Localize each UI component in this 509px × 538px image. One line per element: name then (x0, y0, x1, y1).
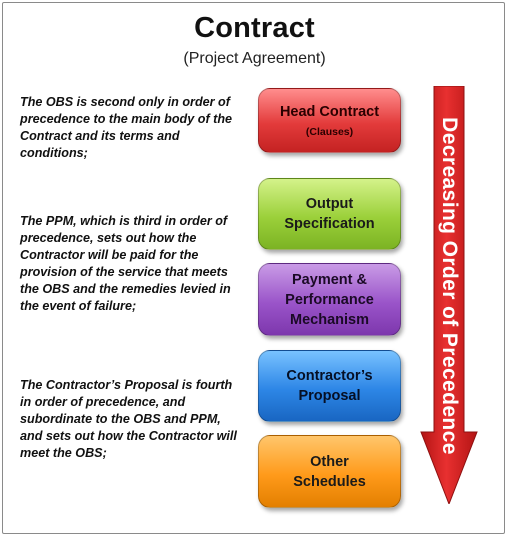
box-other-schedules-label: Other Schedules (293, 453, 366, 490)
precedence-arrow-icon (420, 86, 478, 504)
box-contractors-proposal: Contractor’s Proposal (258, 350, 401, 422)
box-output-specification: Output Specification (258, 178, 401, 250)
diagram-title: Contract (194, 12, 315, 44)
precedence-arrow-label: Decreasing Order of Precedence (438, 117, 461, 455)
note-obs: The OBS is second only in order of prece… (20, 95, 233, 160)
note-contractor-proposal: The Contractor’s Proposal is fourth in o… (20, 378, 237, 460)
box-head-contract-label: Head Contract (279, 104, 380, 120)
diagram-subtitle: (Project Agreement) (183, 50, 326, 67)
box-head-contract-sublabel: (Clauses) (305, 126, 354, 138)
box-other-schedules: Other Schedules (258, 435, 401, 508)
box-contractors-proposal-label: Contractor’s Proposal (286, 368, 373, 404)
box-head-contract: Head Contract (Clauses) (258, 88, 401, 153)
box-payment-performance: Payment & Performance Mechanism (258, 263, 401, 336)
precedence-arrow-shape (420, 86, 478, 504)
box-payment-performance-label: Payment & Performance Mechanism (285, 271, 374, 328)
diagram-frame (2, 2, 505, 534)
box-output-specification-label: Output Specification (284, 196, 375, 232)
note-ppm: The PPM, which is third in order of prec… (20, 214, 231, 313)
